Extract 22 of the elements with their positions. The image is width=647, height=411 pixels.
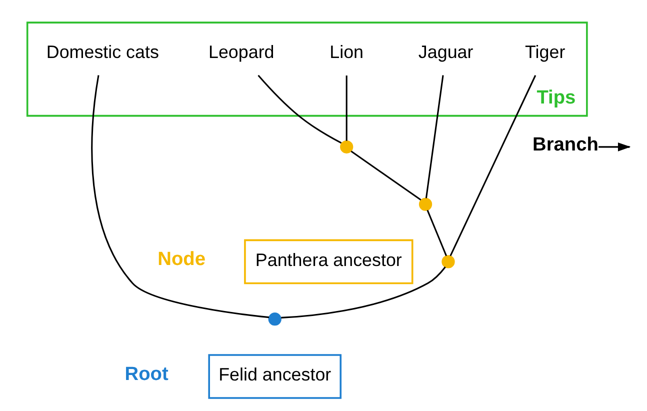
node-text: Tiger [525,42,566,62]
connector [258,74,342,144]
connector [346,76,348,141]
node-circle [268,312,282,326]
node-circle [442,255,455,268]
node-label: Root [124,364,168,385]
connector [450,75,536,256]
node-box: Felid ancestor [208,354,342,399]
connector [426,210,448,256]
connector [91,75,270,318]
node-circle [418,198,432,211]
node-text: Lion [330,42,364,62]
node-text: Leopard [208,42,274,62]
node-label: Node [158,249,206,270]
node-box: Panthera ancestor [244,239,414,284]
connector [425,75,444,198]
connector [350,150,422,200]
node-circle [340,140,354,154]
node-text: Domestic cats [46,42,159,62]
connector [281,266,446,318]
node-text: Jaguar [418,42,474,62]
node-text: Branch [532,134,598,156]
